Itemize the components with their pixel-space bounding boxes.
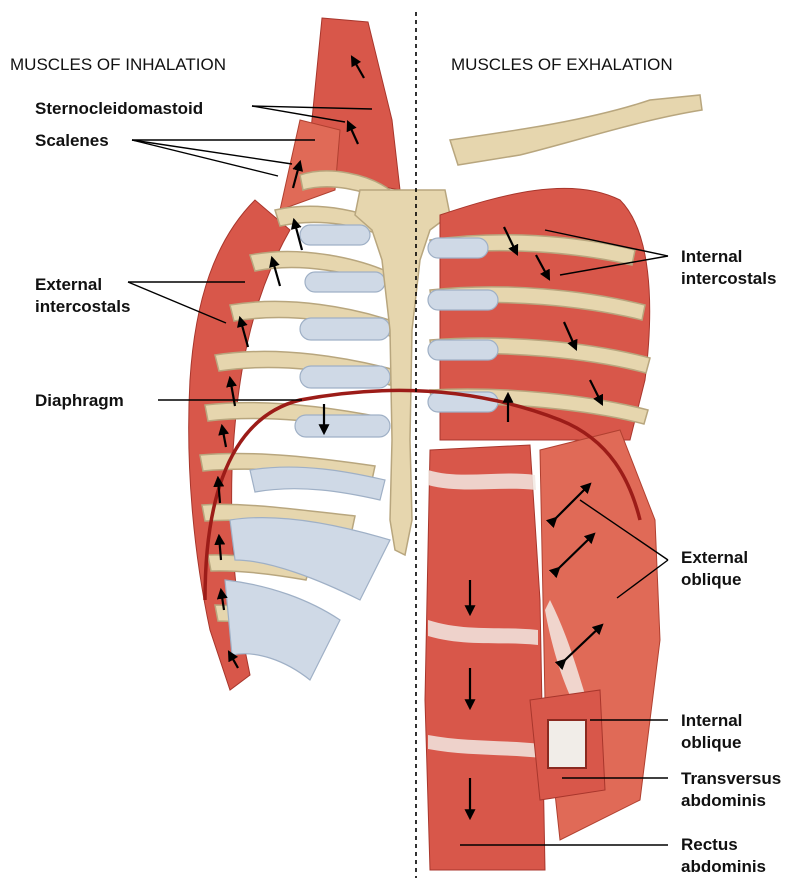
label-external-oblique-1: External [681, 548, 748, 567]
label-external-intercostals-1: External [35, 275, 102, 294]
label-external-oblique-2: oblique [681, 570, 741, 589]
label-rectus-2: abdominis [681, 857, 766, 876]
rectus-abdominis-muscle [425, 445, 545, 870]
label-scalenes: Scalenes [35, 131, 109, 150]
inhalation-side [189, 18, 400, 690]
exhalation-side [425, 95, 702, 870]
label-internal-intercostals-2: intercostals [681, 269, 776, 288]
label-internal-intercostals-1: Internal [681, 247, 742, 266]
heading-inhalation: MUSCLES OF INHALATION [10, 55, 226, 74]
clavicle [450, 95, 702, 165]
heading-exhalation: MUSCLES OF EXHALATION [451, 55, 673, 74]
label-diaphragm: Diaphragm [35, 391, 124, 410]
label-sternocleidomastoid: Sternocleidomastoid [35, 99, 203, 118]
scalenes-muscle [280, 120, 340, 210]
label-external-intercostals-2: intercostals [35, 297, 130, 316]
label-transversus-2: abdominis [681, 791, 766, 810]
transversus-abdominis-window [548, 720, 586, 768]
label-transversus-1: Transversus [681, 769, 781, 788]
label-internal-oblique-2: oblique [681, 733, 741, 752]
label-rectus-1: Rectus [681, 835, 738, 854]
label-internal-oblique-1: Internal [681, 711, 742, 730]
